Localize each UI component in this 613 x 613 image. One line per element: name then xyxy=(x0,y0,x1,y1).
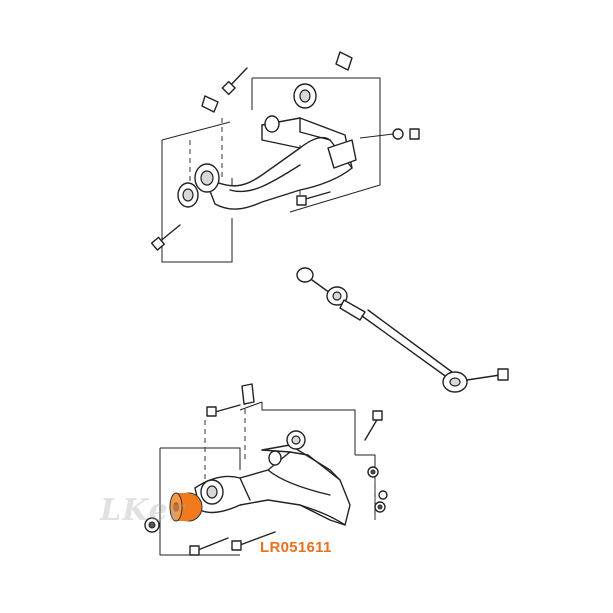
upper-arm-assembly xyxy=(150,51,420,263)
lower-arm-bushing-inner xyxy=(200,479,224,505)
tie-rod-assembly xyxy=(296,267,509,393)
upper-arm-nut-washer xyxy=(359,128,420,140)
lower-arm-bushing-rear xyxy=(268,430,306,466)
upper-arm-bushing-front xyxy=(177,163,220,208)
upper-arm-bolt-top xyxy=(221,67,248,96)
lower-arm-bolt-top-left xyxy=(206,404,241,417)
lower-arm-bolt-top-right xyxy=(364,410,383,441)
upper-clip-left-icon xyxy=(201,95,219,113)
lower-arm-nut-left xyxy=(144,517,160,533)
lower-clip-top-icon xyxy=(241,383,255,405)
upper-arm-bolt-side xyxy=(296,191,331,206)
part-number-label: LR051611 xyxy=(260,539,332,556)
lower-arm-nut-2 xyxy=(374,501,386,513)
upper-bracket xyxy=(327,139,357,169)
lower-arm-bolt-bottom-2 xyxy=(231,531,276,551)
upper-clip-top-right-icon xyxy=(335,51,353,71)
lower-arm-assembly xyxy=(144,383,388,556)
upper-arm-bolt-bottom xyxy=(150,224,181,251)
highlighted-bushing-lr051611 xyxy=(169,492,203,522)
upper-arm-bushing-rear xyxy=(264,83,317,133)
lower-arm-washer xyxy=(378,490,388,500)
lower-arm-bolt-bottom-1 xyxy=(189,537,229,556)
watermark-logo: LKer xyxy=(100,493,186,528)
lower-arm-nut-1 xyxy=(367,466,379,478)
